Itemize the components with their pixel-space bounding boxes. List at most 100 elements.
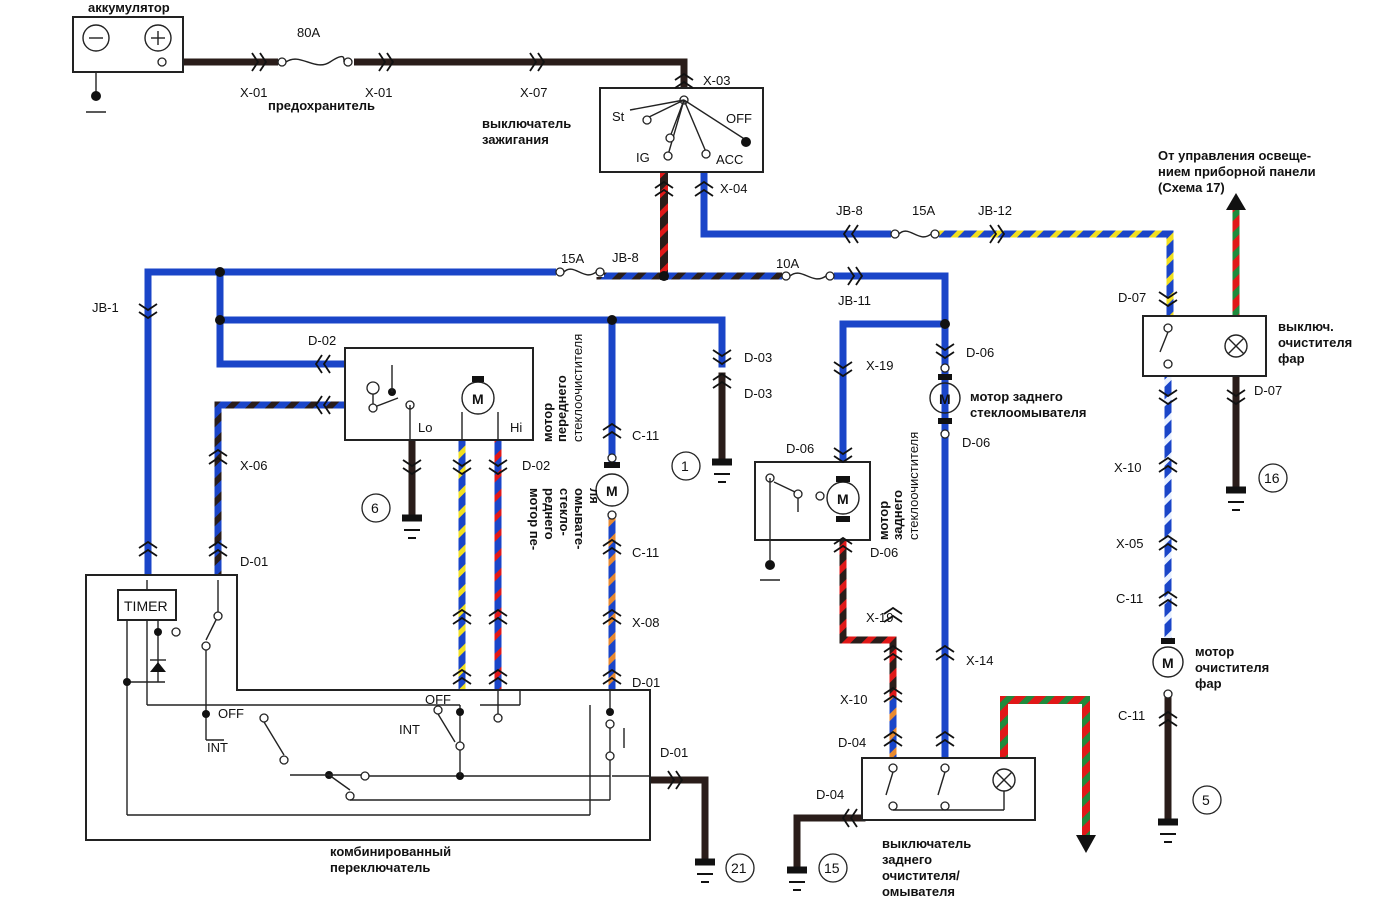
headlamp-switch-label-3: фар	[1278, 351, 1305, 366]
front-wiper-motor: M Lo Hi мотор переднего стеклоочистителя	[344, 334, 585, 442]
panel-lighting-arrow: От управления освеще- нием приборной пан…	[1158, 148, 1316, 210]
svg-text:M: M	[1162, 655, 1174, 671]
ground-6	[402, 514, 422, 539]
conn-d06b: D-06	[962, 435, 990, 450]
conn-x10a: X-10	[840, 692, 867, 707]
conn-x10b: X-10	[1114, 460, 1141, 475]
rear-washer-label-1: мотор заднего	[970, 389, 1063, 404]
wire-10a	[826, 272, 949, 452]
conn-d01a: D-01	[240, 554, 268, 569]
wire-rear-switch-lamp	[1000, 696, 1090, 839]
conn-d03a: D-03	[744, 350, 772, 365]
conn-d01b: D-01	[632, 675, 660, 690]
main-fuse-label: предохранитель	[268, 98, 375, 113]
conn-x19b: X-19	[866, 610, 893, 625]
ignition-label-1: выключатель	[482, 116, 571, 131]
wire-x06	[214, 401, 349, 584]
rear-switch-label-1: выключатель	[882, 836, 971, 851]
wire-jb12	[931, 230, 1174, 320]
ground-5	[1158, 818, 1178, 843]
headlamp-motor-label-3: фар	[1195, 676, 1222, 691]
conn-d03b: D-03	[744, 386, 772, 401]
svg-text:M: M	[606, 483, 618, 499]
front-washer-label-4: омывате-	[572, 488, 587, 549]
headlamp-switch-label-2: очистителя	[1278, 335, 1352, 350]
conn-x01a: X-01	[240, 85, 267, 100]
rear-switch-arrow	[1076, 835, 1096, 853]
fuse-15a-left: 15A	[555, 251, 605, 277]
combination-switch: TIMER	[85, 574, 651, 875]
conn-x07: X-07	[520, 85, 547, 100]
combo-off: OFF	[218, 706, 244, 721]
ground-15-number: 15	[824, 860, 840, 876]
timer-label: TIMER	[124, 598, 168, 614]
front-washer-label-1: мотор пе-	[527, 488, 542, 550]
front-wiper-label-1: мотор	[540, 403, 555, 442]
conn-x06: X-06	[240, 458, 267, 473]
panel-lighting-label-2: нием приборной панели	[1158, 164, 1316, 179]
ground-1-number: 1	[681, 458, 689, 474]
fuse-15a-right: 15A	[890, 203, 940, 239]
conn-x14: X-14	[966, 653, 993, 668]
conn-d01c: D-01	[660, 745, 688, 760]
wire-branch-220	[216, 268, 349, 368]
front-washer-label-3: стекло-	[557, 488, 572, 536]
connector-labels: X-01 X-01 X-07 X-03 X-04 JB-8 JB-12 JB-8…	[92, 73, 1282, 802]
conn-jb11: JB-11	[838, 293, 871, 308]
front-wiper-label-3: стеклоочистителя	[570, 334, 585, 442]
conn-c11a: C-11	[632, 428, 659, 443]
conn-x03: X-03	[703, 73, 730, 88]
wire-d01-ground	[646, 776, 709, 866]
wire-acc	[700, 168, 899, 238]
conn-d06a: D-06	[966, 345, 994, 360]
rear-switch-label-3: очистителя/	[882, 868, 960, 883]
ground-21-number: 21	[731, 860, 747, 876]
headlamp-motor: M мотор очистителя фар	[1152, 638, 1269, 699]
conn-x08: X-08	[632, 615, 659, 630]
rear-wiper-label-2: заднего	[890, 490, 905, 540]
rear-switch-label-2: заднего	[882, 852, 932, 867]
ignition-label-2: зажигания	[482, 132, 549, 147]
conn-c11c: C-11	[1116, 591, 1143, 606]
ground-circles: 1 6 16 5 15 21	[361, 451, 1288, 883]
rear-wiper-motor: M мотор заднего стеклоочистителя	[754, 432, 921, 581]
battery: аккумулятор	[72, 0, 184, 113]
conn-d07a: D-07	[1118, 290, 1146, 305]
combo-off-2: OFF	[425, 692, 451, 707]
conn-d02b: D-02	[522, 458, 550, 473]
front-wiper-lo: Lo	[418, 420, 432, 435]
headlamp-switch-label-1: выключ.	[1278, 319, 1334, 334]
combo-int-2: INT	[399, 722, 420, 737]
ign-off: OFF	[726, 111, 752, 126]
conn-x19a: X-19	[866, 358, 893, 373]
fuse-10a-rating: 10A	[776, 256, 799, 271]
conn-jb1: JB-1	[92, 300, 119, 315]
front-washer-motor: M мотор пе- реднего стекло- омывате- ля	[527, 453, 629, 550]
svg-text:M: M	[939, 391, 951, 407]
ignition-switch: St IG ACC OFF выключатель зажигания	[482, 87, 764, 173]
grounds	[402, 458, 1246, 891]
front-wiper-hi: Hi	[510, 420, 522, 435]
ign-acc: ACC	[716, 152, 743, 167]
conn-x05: X-05	[1116, 536, 1143, 551]
combo-int: INT	[207, 740, 228, 755]
front-wiper-label-2: переднего	[554, 375, 569, 442]
conn-x04: X-04	[720, 181, 747, 196]
headlamp-switch: выключ. очистителя фар	[1142, 315, 1352, 377]
rear-washer-motor: M мотор заднего стеклоомывателя	[929, 363, 1087, 439]
conn-x01b: X-01	[365, 85, 392, 100]
panel-lighting-label-3: (Схема 17)	[1158, 180, 1225, 195]
rear-washer-label-2: стеклоомывателя	[970, 405, 1087, 420]
svg-text:M: M	[837, 491, 849, 507]
rear-wiper-label-1: мотор	[876, 501, 891, 540]
wire-x19	[839, 320, 949, 474]
rear-switch: выключатель заднего очистителя/ омывател…	[861, 757, 1036, 899]
main-fuse: 80A предохранитель	[268, 25, 375, 113]
conn-d02a: D-02	[308, 333, 336, 348]
combo-label-2: переключатель	[330, 860, 430, 875]
ground-6-number: 6	[371, 500, 379, 516]
ground-5-number: 5	[1202, 792, 1210, 808]
front-washer-label-5: ля	[587, 488, 602, 504]
conn-d06d: D-06	[870, 545, 898, 560]
